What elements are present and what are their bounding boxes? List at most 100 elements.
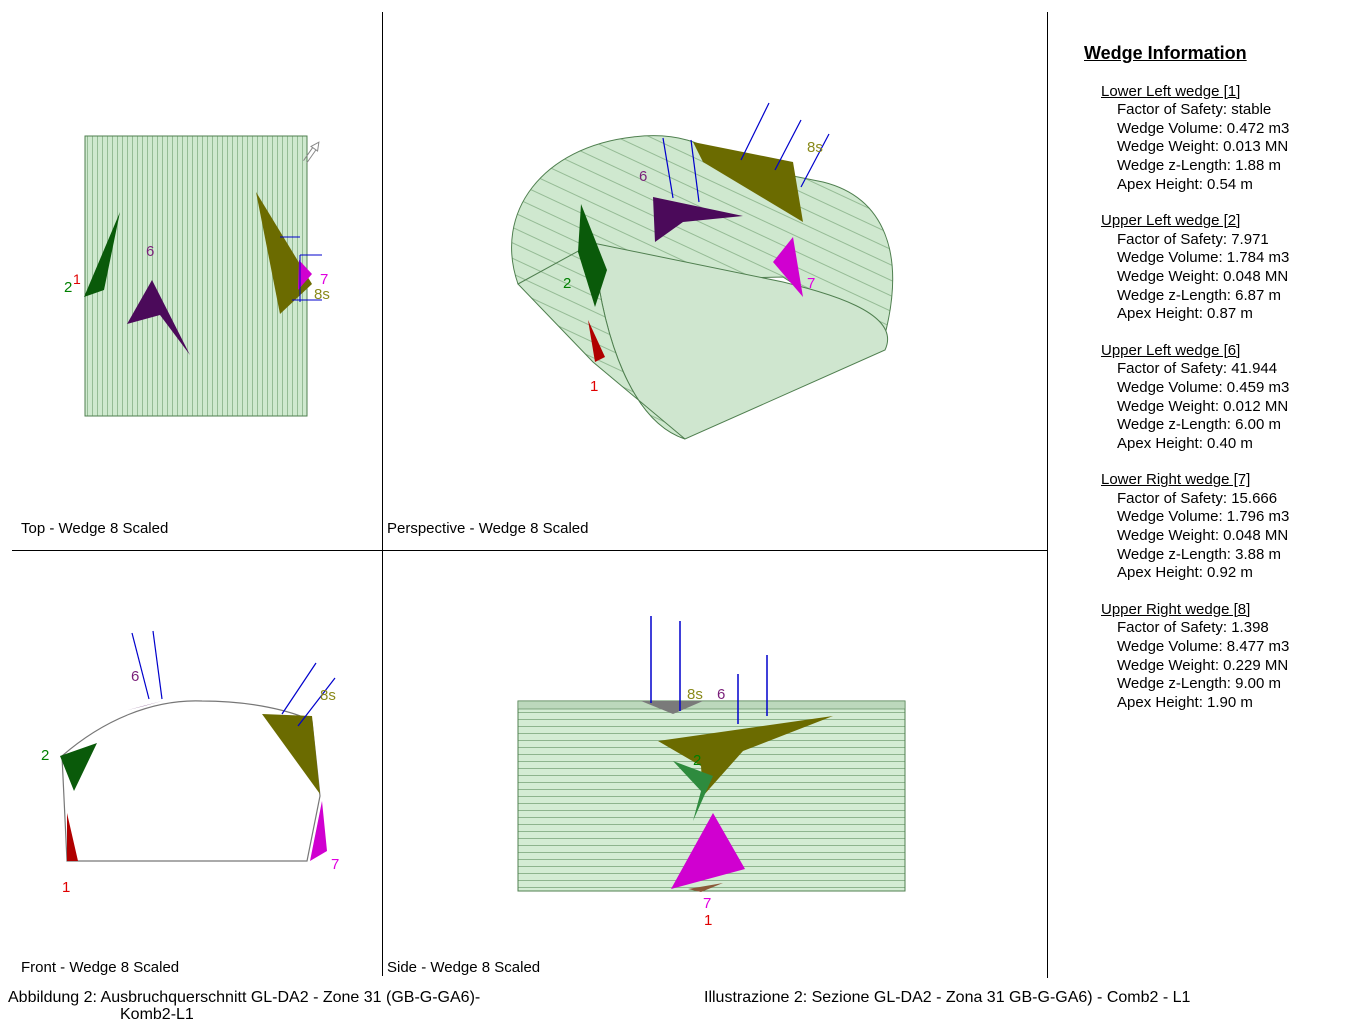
wedge-info-row: Apex Height: 0.40 m xyxy=(1117,434,1253,452)
bolt-front-3 xyxy=(281,662,317,715)
wedge-information-panel: Wedge Information Lower Left wedge [1] F… xyxy=(1084,44,1364,730)
wedge-info-row: Wedge Weight: 0.048 MN xyxy=(1117,267,1289,285)
bolt-front-1 xyxy=(131,632,150,700)
label-6-top: 6 xyxy=(146,243,154,260)
bolt-persp-4 xyxy=(662,137,674,199)
label-7-side: 7 xyxy=(703,895,711,912)
label-7-top: 7 xyxy=(320,271,328,288)
label-1-top: 1 xyxy=(73,271,81,287)
label-7-persp: 7 xyxy=(807,275,815,292)
wedge-information-title: Wedge Information xyxy=(1084,43,1247,63)
wedge-info-row: Wedge z-Length: 3.88 m xyxy=(1117,545,1281,563)
wedge-info-row: Wedge z-Length: 1.88 m xyxy=(1117,156,1281,174)
perspective-view-panel: 8s 6 2 7 1 Perspective - Wedge 8 Scaled xyxy=(383,12,1047,550)
label-2-persp: 2 xyxy=(563,275,571,292)
wedge-info-row: Wedge Weight: 0.048 MN xyxy=(1117,527,1289,545)
wedge-6-perspective xyxy=(653,197,743,242)
wedge-info-row: Factor of Safety: 15.666 xyxy=(1117,489,1278,507)
label-7-front: 7 xyxy=(331,856,339,873)
caption-italian: Illustrazione 2: Sezione GL-DA2 - Zona 3… xyxy=(704,989,1191,1006)
wedge-2-side xyxy=(673,761,713,821)
label-1-persp: 1 xyxy=(590,378,598,395)
caption-german-line1: Abbildung 2: Ausbruchquerschnitt GL-DA2 … xyxy=(8,989,481,1006)
wedge-info-row: Wedge Weight: 0.013 MN xyxy=(1117,138,1289,156)
divider-vertical-right xyxy=(1047,12,1048,978)
wedge-1-side xyxy=(688,883,723,892)
wedge-info-row: Factor of Safety: 41.944 xyxy=(1117,360,1278,378)
wedge-6-side xyxy=(641,701,703,714)
bolt-persp-1 xyxy=(740,102,770,161)
front-view-drawing: 6 8s 2 7 1 xyxy=(41,630,339,896)
caption-german: Abbildung 2: Ausbruchquerschnitt GL-DA2 … xyxy=(8,989,480,1023)
bolt-persp-5 xyxy=(690,139,700,203)
label-8s-side: 8s xyxy=(687,686,703,703)
label-2-side: 2 xyxy=(693,752,701,769)
wedge-info-title: Lower Right wedge [7] xyxy=(1101,471,1251,489)
wedge-7-top xyxy=(298,260,312,290)
label-6-front: 6 xyxy=(131,668,139,685)
wedge-info-row: Apex Height: 0.54 m xyxy=(1117,175,1253,193)
label-6-persp: 6 xyxy=(639,168,647,185)
wedge-info-title: Upper Right wedge [8] xyxy=(1101,600,1251,618)
label-8s-top: 8s xyxy=(314,286,330,303)
wedge-2-front xyxy=(60,743,97,791)
wedge-info-row: Apex Height: 0.92 m xyxy=(1117,564,1253,582)
front-view-panel: 6 8s 2 7 1 Front - Wedge 8 Scaled xyxy=(12,551,382,979)
wedge-info-row: Apex Height: 0.87 m xyxy=(1117,305,1253,323)
label-1-side: 1 xyxy=(704,912,712,929)
front-view-label: Front - Wedge 8 Scaled xyxy=(21,959,180,976)
perspective-view-label: Perspective - Wedge 8 Scaled xyxy=(387,520,589,537)
wedge-info-row: Factor of Safety: 7.971 xyxy=(1117,230,1269,248)
wedge-6-top xyxy=(127,280,190,355)
perspective-view-drawing: 8s 6 2 7 1 xyxy=(511,102,894,440)
bolt-persp-3 xyxy=(800,133,830,188)
wedge-8-top xyxy=(256,192,312,314)
label-2-top: 2 xyxy=(64,279,72,296)
wedge-7-perspective xyxy=(773,237,803,297)
side-view-drawing: 8s 6 2 7 1 xyxy=(517,616,906,929)
side-view-panel: 8s 6 2 7 1 Side - Wedge 8 Scaled xyxy=(383,551,1047,979)
wedge-1-perspective xyxy=(588,320,605,362)
side-view-label: Side - Wedge 8 Scaled xyxy=(387,959,541,976)
tunnel-side-crown xyxy=(517,700,906,710)
top-view-drawing: 2 1 6 7 8s xyxy=(64,135,330,417)
wedge-1-front xyxy=(67,813,78,861)
wedge-info-row: Wedge z-Length: 6.00 m xyxy=(1117,416,1281,434)
wedge-7-side xyxy=(671,813,745,889)
caption-german-line2: Komb2-L1 xyxy=(120,1006,194,1023)
label-2-front: 2 xyxy=(41,747,49,764)
north-arrow-icon xyxy=(303,141,320,164)
wedge-info-title: Upper Left wedge [6] xyxy=(1101,341,1241,359)
bolt-front-2 xyxy=(152,630,163,700)
wedge-info-row: Apex Height: 1.90 m xyxy=(1117,693,1253,711)
wedge-info-row: Factor of Safety: stable xyxy=(1117,101,1272,119)
wedge-info-7: Lower Right wedge [7] Factor of Safety: … xyxy=(1101,471,1364,583)
wedge-8-perspective xyxy=(693,142,803,222)
wedge-info-row: Wedge z-Length: 6.87 m xyxy=(1117,286,1281,304)
wedge-6-front xyxy=(124,701,162,711)
wedge-info-1: Lower Left wedge [1] Factor of Safety: s… xyxy=(1101,83,1364,195)
divider-horizontal xyxy=(12,550,1047,551)
label-6-side: 6 xyxy=(717,686,725,703)
tunnel-top-body xyxy=(84,135,308,417)
wedge-info-title: Lower Left wedge [1] xyxy=(1101,82,1241,100)
wedge-2-perspective xyxy=(578,204,607,307)
wedge-2-top xyxy=(84,212,120,297)
wedge-info-8: Upper Right wedge [8] Factor of Safety: … xyxy=(1101,601,1364,713)
bolt-persp-2 xyxy=(774,119,802,171)
wedge-info-row: Factor of Safety: 1.398 xyxy=(1117,619,1269,637)
wedge-info-row: Wedge Volume: 0.472 m3 xyxy=(1117,119,1290,137)
label-1-front: 1 xyxy=(62,879,70,896)
wedge-info-row: Wedge Volume: 1.796 m3 xyxy=(1117,508,1290,526)
wedge-info-row: Wedge Weight: 0.229 MN xyxy=(1117,656,1289,674)
wedge-info-row: Wedge Volume: 1.784 m3 xyxy=(1117,249,1290,267)
bolt-front-4 xyxy=(297,677,336,727)
wedge-7-front xyxy=(310,801,327,861)
wedge-info-6: Upper Left wedge [6] Factor of Safety: 4… xyxy=(1101,342,1364,454)
divider-vertical-left xyxy=(382,12,383,976)
label-8s-persp: 8s xyxy=(807,139,823,156)
top-view-panel: 2 1 6 7 8s Top - Wedge 8 Scaled xyxy=(12,12,382,550)
wedge-info-row: Wedge z-Length: 9.00 m xyxy=(1117,675,1281,693)
wedge-info-title: Upper Left wedge [2] xyxy=(1101,212,1241,230)
top-view-label: Top - Wedge 8 Scaled xyxy=(21,520,169,537)
